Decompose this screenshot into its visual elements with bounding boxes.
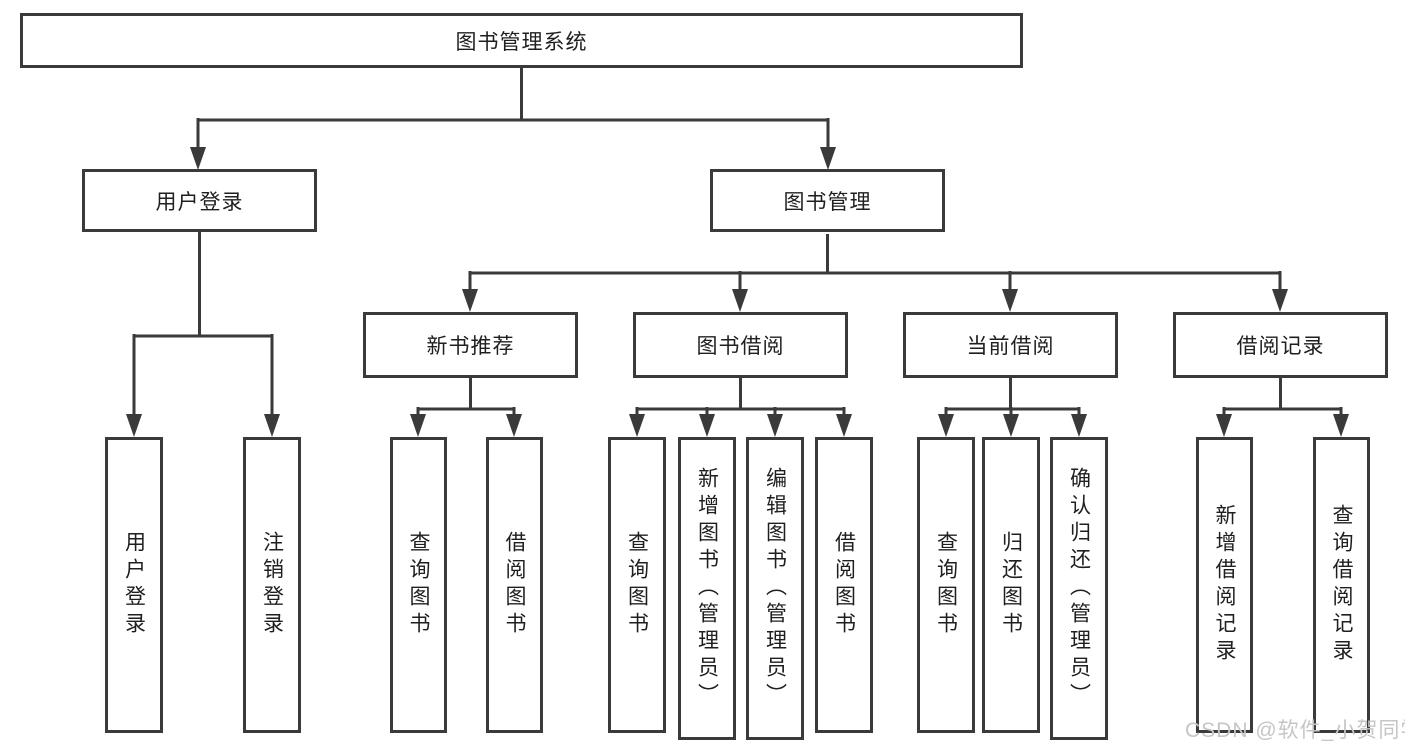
leaf-user-login: 用户登录 [105,437,163,733]
node-borrow-records: 借阅记录 [1173,312,1388,378]
leaf-borrow-add-books-admin-label: 新增图书（管理员） [695,467,719,710]
leaf-borrow-borrow-books: 借阅图书 [815,437,873,733]
node-borrow-records-label: 借阅记录 [1236,335,1325,358]
leaf-recommend-borrow-books: 借阅图书 [486,437,543,733]
node-book-borrow: 图书借阅 [633,312,848,378]
leaf-borrow-borrow-books-label: 借阅图书 [832,531,856,639]
node-library-system: 图书管理系统 [20,13,1023,68]
node-book-management: 图书管理 [710,169,945,232]
leaf-records-query-record-label: 查询借阅记录 [1330,504,1353,666]
leaf-records-query-record: 查询借阅记录 [1313,437,1370,733]
node-current-borrow-label: 当前借阅 [966,335,1055,358]
node-new-book-recommend: 新书推荐 [363,312,578,378]
leaf-recommend-query-books: 查询图书 [390,437,447,733]
arrowheads [126,147,1349,437]
leaf-current-return-books-label: 归还图书 [999,531,1023,639]
node-new-book-recommend-label: 新书推荐 [426,335,515,358]
leaf-current-query-books: 查询图书 [917,437,975,733]
leaf-recommend-borrow-books-label: 借阅图书 [503,531,526,639]
leaf-borrow-query-books: 查询图书 [608,437,666,733]
node-library-system-label: 图书管理系统 [455,30,588,54]
leaf-current-return-books: 归还图书 [982,437,1040,733]
leaf-records-add-record: 新增借阅记录 [1196,437,1253,733]
node-user-login-label: 用户登录 [155,190,244,214]
node-book-borrow-label: 图书借阅 [696,335,785,358]
leaf-records-add-record-label: 新增借阅记录 [1213,504,1236,666]
leaf-recommend-query-books-label: 查询图书 [407,531,430,639]
leaf-borrow-edit-books-admin: 编辑图书（管理员） [746,437,804,740]
leaf-current-confirm-return-admin-label: 确认归还（管理员） [1067,467,1091,710]
leaf-borrow-edit-books-admin-label: 编辑图书（管理员） [763,467,787,710]
leaf-logout: 注销登录 [243,437,301,733]
node-book-management-label: 图书管理 [783,190,872,214]
csdn-watermark: CSDN @软件_小贺同学 [1185,719,1405,742]
leaf-user-login-label: 用户登录 [122,531,146,639]
leaf-borrow-query-books-label: 查询图书 [625,531,649,639]
leaf-logout-label: 注销登录 [260,531,284,639]
leaf-current-confirm-return-admin: 确认归还（管理员） [1050,437,1108,740]
leaf-current-query-books-label: 查询图书 [934,531,958,639]
leaf-borrow-add-books-admin: 新增图书（管理员） [678,437,736,740]
node-current-borrow: 当前借阅 [903,312,1118,378]
node-user-login: 用户登录 [82,169,317,232]
